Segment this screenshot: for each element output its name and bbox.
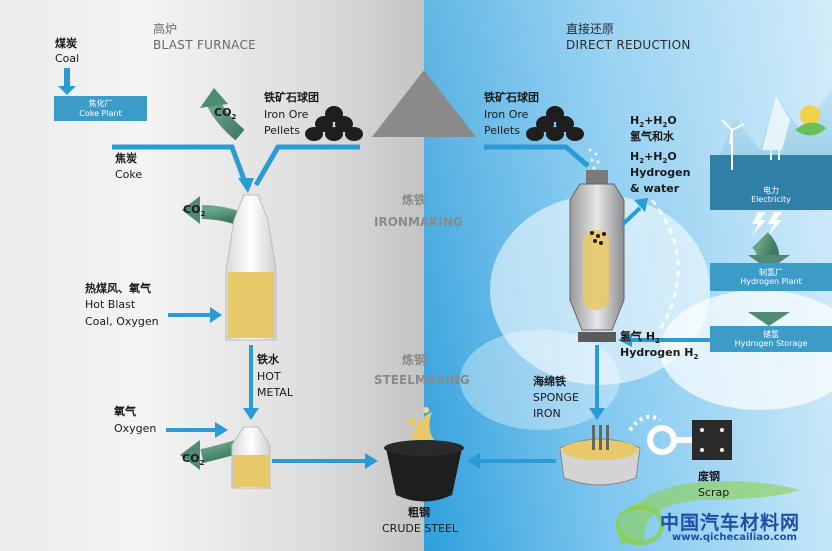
hydrogen-storage-zh: 储氢: [763, 329, 779, 339]
h2o-en2: & water: [630, 182, 680, 195]
watermark-url: www.qichecailiao.com: [672, 532, 797, 543]
crude-steel-en: CRUDE STEEL: [382, 522, 459, 535]
electricity-zh: 电力: [763, 185, 779, 195]
hot-blast-zh: 热煤风、氧气: [85, 282, 151, 295]
coke-plant-en: Coke Plant: [79, 108, 122, 118]
hydrogen-in-zh: 氢气 H2: [620, 330, 660, 346]
left-header-zh: 高炉: [153, 22, 178, 36]
co2-label-2: CO2: [183, 203, 206, 219]
coke-plant-box: 焦化厂 Coke Plant: [54, 96, 147, 121]
iron-ore-left-en1: Iron Ore: [264, 108, 309, 121]
hydrogen-plant-box: 制氢厂 Hydrogen Plant: [710, 263, 832, 291]
oxygen-en: Oxygen: [114, 422, 157, 435]
electricity-en: Electricity: [751, 195, 791, 204]
co2-label-3: CO2: [182, 452, 205, 468]
hot-metal-zh: 铁水: [257, 353, 279, 366]
steelmaking-zh: 炼钢: [402, 353, 427, 367]
co2-label-1: CO2: [214, 106, 237, 122]
right-header-zh: 直接还原: [566, 22, 615, 36]
hydrogen-plant-en: Hydrogen Plant: [740, 277, 802, 286]
hot-metal-en2: METAL: [257, 386, 293, 399]
coke-zh: 焦炭: [115, 152, 137, 165]
electricity-label: 电力 Electricity: [710, 183, 832, 207]
crude-steel-zh: 粗钢: [408, 506, 430, 519]
coal-zh: 煤炭: [55, 37, 77, 50]
right-header-en: DIRECT REDUCTION: [566, 38, 691, 52]
coke-plant-zh: 焦化厂: [88, 99, 113, 109]
hot-blast-en1: Hot Blast: [85, 298, 136, 311]
coal-en: Coal: [55, 52, 80, 65]
scrap-en: Scrap: [698, 486, 730, 499]
iron-ore-right-en1: Iron Ore: [484, 108, 529, 121]
scrap-zh: 废钢: [698, 470, 720, 483]
iron-ore-right-en2: Pellets: [484, 124, 520, 137]
h2o-formula-2: H2+H2O: [630, 150, 677, 166]
iron-ore-right-zh: 铁矿石球团: [484, 91, 539, 104]
ironmaking-zh: 炼铁: [402, 193, 427, 207]
h2o-en1: Hydrogen: [630, 166, 691, 179]
sponge-iron-en2: IRON: [533, 407, 561, 420]
h2o-zh: 氢气和水: [630, 130, 674, 143]
ironmaking-en: IRONMAKING: [374, 215, 463, 229]
sponge-iron-zh: 海绵铁: [533, 375, 566, 388]
coke-en: Coke: [115, 168, 143, 181]
watermark-brand: 中国汽车材料网: [660, 512, 801, 534]
hydrogen-plant-zh: 制氢厂: [759, 267, 783, 277]
hydrogen-in-en: Hydrogen H2: [620, 346, 699, 362]
iron-ore-left-zh: 铁矿石球团: [264, 91, 319, 104]
hot-metal-en1: HOT: [257, 370, 281, 383]
sponge-iron-en1: SPONGE: [533, 391, 579, 404]
h2o-formula-1: H2+H2O: [630, 114, 677, 130]
left-header-en: BLAST FURNACE: [153, 38, 257, 52]
oxygen-zh: 氧气: [114, 405, 136, 418]
steelmaking-en: STEELMAKING: [374, 373, 470, 387]
hot-blast-en2: Coal, Oxygen: [85, 315, 159, 328]
iron-ore-left-en2: Pellets: [264, 124, 300, 137]
hydrogen-storage-en: Hydrogen Storage: [734, 339, 808, 348]
hydrogen-storage-box: 储氢 Hydrogen Storage: [710, 326, 832, 352]
